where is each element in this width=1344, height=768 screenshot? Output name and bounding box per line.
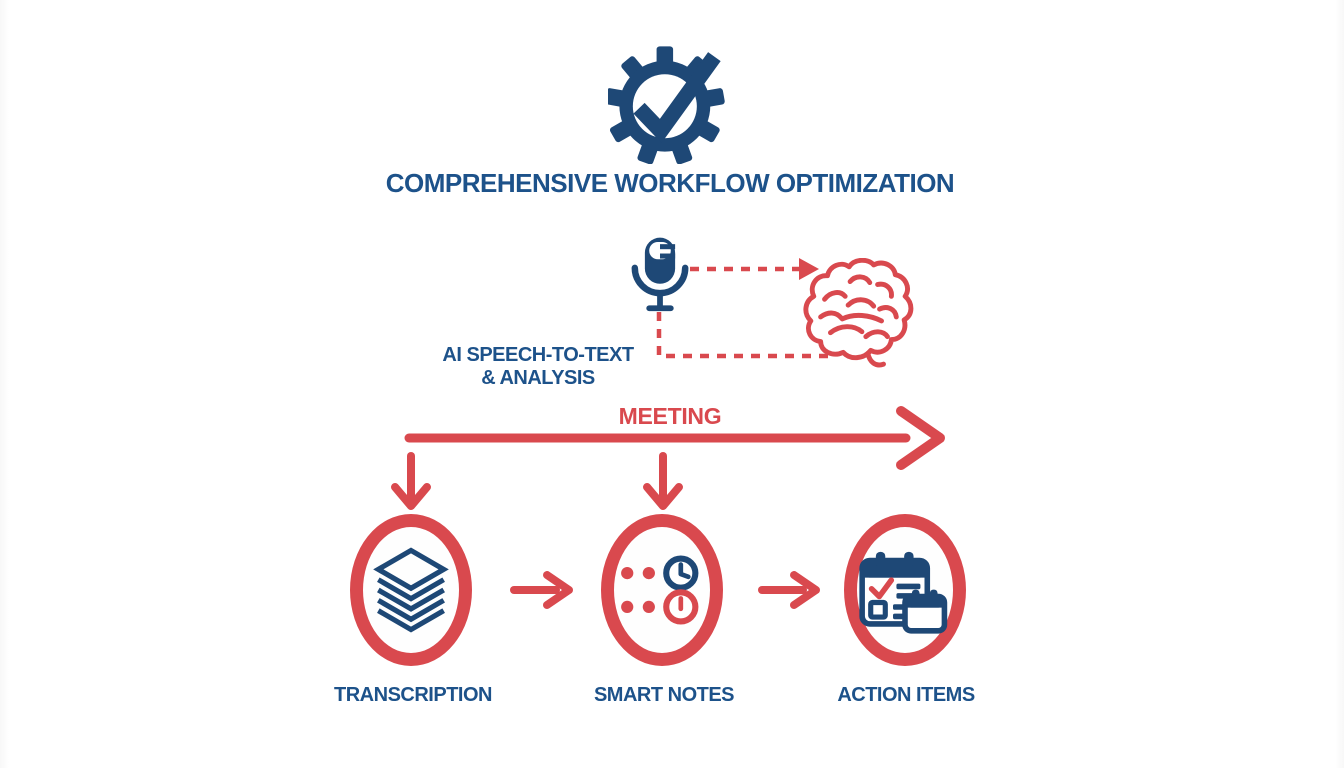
- page-title: COMPREHENSIVE WORKFLOW OPTIMIZATION: [385, 168, 955, 198]
- left-edge-shade: [0, 0, 9, 768]
- ai-speech-label-line1: AI SPEECH-TO-TEXT: [442, 344, 634, 366]
- right-edge-shade: [1335, 0, 1344, 768]
- gear-checkmark-icon: [604, 36, 732, 169]
- ai-speech-label: AI SPEECH-TO-TEXT & ANALYSIS: [442, 344, 634, 390]
- stage-label-smart-notes: SMART NOTES: [593, 684, 735, 706]
- arrow-notes-to-actions: [758, 571, 820, 609]
- brain-icon: [797, 257, 915, 377]
- meeting-label: MEETING: [618, 403, 722, 429]
- stage-label-action-items: ACTION ITEMS: [837, 684, 975, 706]
- notes-clocks-icon: [621, 555, 699, 625]
- stage-circle-smart-notes: [601, 514, 723, 666]
- layers-icon: [373, 547, 449, 633]
- stage-label-transcription: TRANSCRIPTION: [334, 684, 492, 706]
- down-arrow-smart-notes: [643, 452, 683, 510]
- arrow-transcription-to-notes: [510, 571, 573, 609]
- stage-circle-action-items: [844, 514, 966, 666]
- stage-circle-transcription: [350, 514, 472, 666]
- down-arrow-transcription: [391, 452, 431, 510]
- calendar-tasks-icon: [859, 551, 948, 634]
- microphone-icon: [624, 234, 696, 327]
- ai-speech-label-line2: & ANALYSIS: [481, 367, 595, 389]
